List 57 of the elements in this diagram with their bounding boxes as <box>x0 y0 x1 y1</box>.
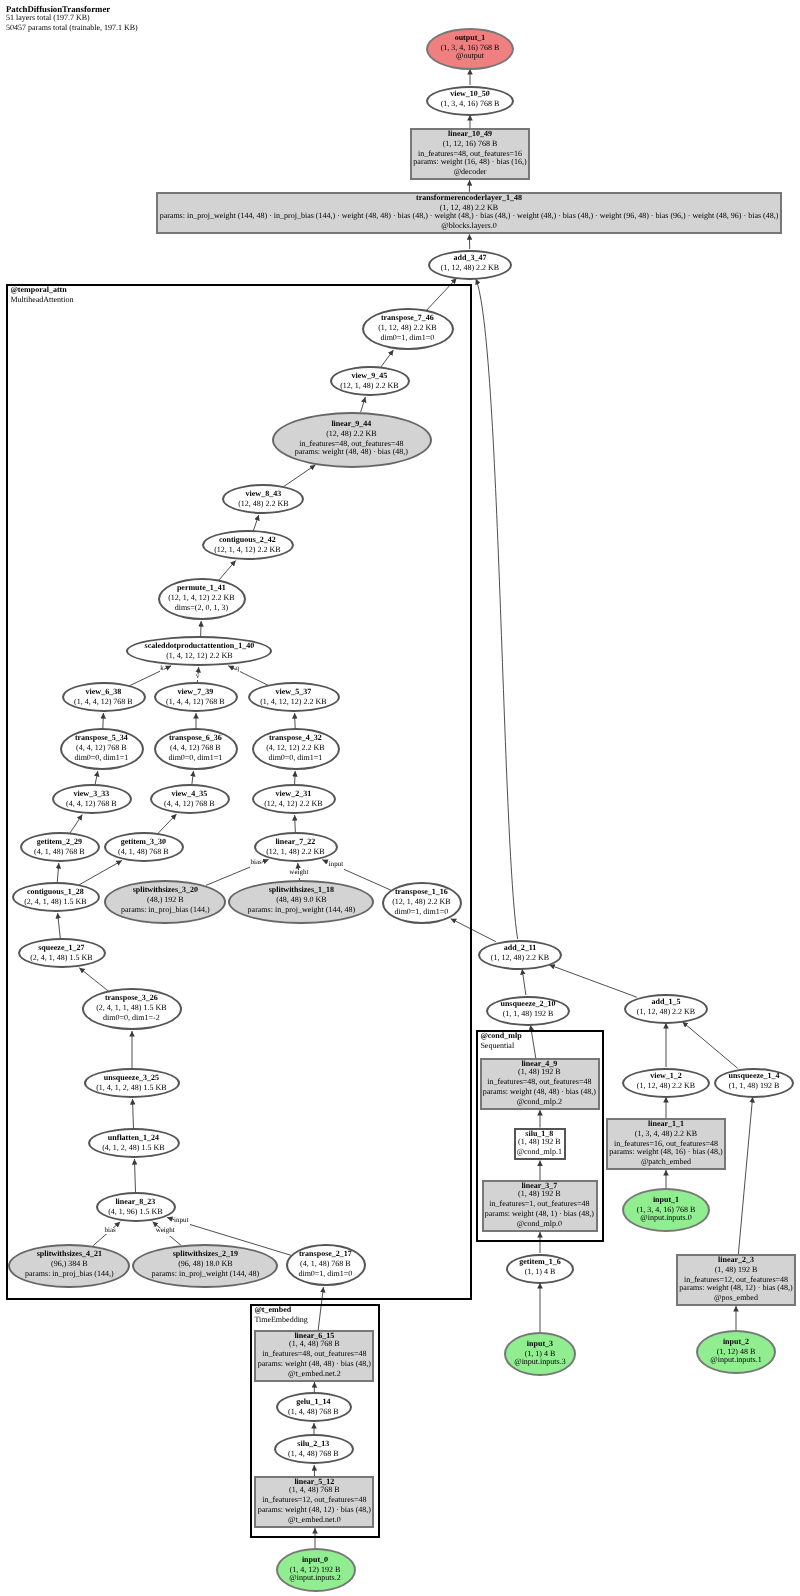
op-ellipse <box>622 1067 710 1097</box>
op-ellipse <box>426 85 514 115</box>
param-op-ellipse <box>228 879 375 924</box>
op-ellipse <box>273 1434 354 1465</box>
module-group-frame <box>6 284 472 1300</box>
op-ellipse <box>381 882 462 925</box>
op-ellipse <box>486 995 570 1025</box>
op-ellipse <box>329 366 410 397</box>
op-ellipse <box>87 1128 180 1159</box>
output-ellipse <box>426 27 514 69</box>
input-ellipse <box>503 1332 577 1376</box>
module-box <box>481 1179 598 1232</box>
input-ellipse <box>622 1188 710 1232</box>
module-group-frame <box>476 1030 604 1242</box>
op-ellipse <box>157 578 246 621</box>
input-ellipse <box>696 1330 776 1374</box>
op-ellipse <box>428 249 512 279</box>
op-ellipse <box>253 832 338 863</box>
op-ellipse <box>201 530 294 561</box>
op-ellipse <box>17 938 106 969</box>
module-group-frame <box>250 1304 380 1538</box>
module-box <box>676 1254 796 1306</box>
module-box <box>479 1057 600 1110</box>
op-ellipse <box>19 832 100 863</box>
module-box <box>513 1127 566 1160</box>
module-box <box>254 1475 375 1528</box>
op-ellipse <box>95 1192 176 1223</box>
op-ellipse <box>275 1392 352 1423</box>
op-ellipse <box>361 308 454 351</box>
op-ellipse <box>153 682 238 713</box>
module-box <box>156 191 782 235</box>
op-ellipse <box>714 1067 794 1097</box>
module-box <box>410 128 530 180</box>
arrow <box>311 1381 318 1394</box>
arrow <box>311 1464 318 1477</box>
param-op-ellipse <box>132 1243 279 1288</box>
op-ellipse <box>285 1244 366 1287</box>
input-ellipse <box>275 1548 355 1592</box>
op-ellipse <box>247 682 340 713</box>
op-ellipse <box>83 1068 180 1099</box>
op-ellipse <box>251 728 340 771</box>
module-box <box>254 1329 375 1382</box>
op-ellipse <box>153 728 238 771</box>
op-ellipse <box>51 784 132 815</box>
op-ellipse <box>11 882 100 913</box>
op-ellipse <box>61 682 146 713</box>
op-ellipse <box>506 1253 574 1283</box>
param-op-ellipse <box>8 1243 131 1288</box>
op-ellipse <box>251 784 336 815</box>
op-ellipse <box>624 993 708 1023</box>
op-ellipse <box>478 939 562 969</box>
op-ellipse <box>103 832 184 863</box>
op-ellipse <box>59 728 144 771</box>
module-box <box>606 1118 726 1170</box>
op-ellipse <box>81 988 182 1031</box>
op-ellipse <box>222 484 305 515</box>
op-ellipse <box>149 784 230 815</box>
